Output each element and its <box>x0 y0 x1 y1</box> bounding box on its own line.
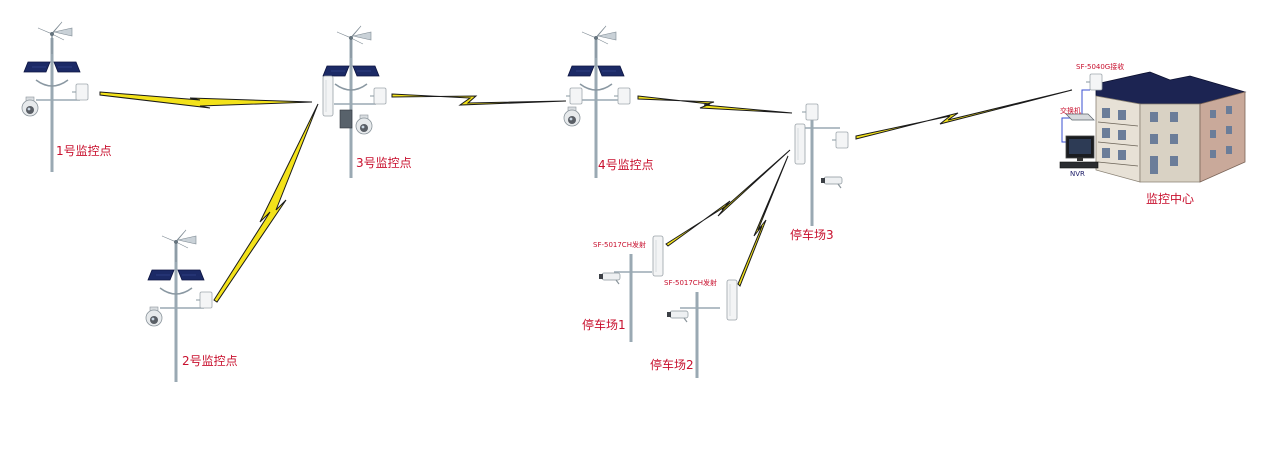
wireless-link-lot1-lot3 <box>665 149 791 247</box>
bullet-camera-icon <box>820 176 843 189</box>
monitoring-center <box>1059 71 1247 183</box>
antenna-icon <box>726 279 738 321</box>
monitor-point-1 <box>21 21 89 172</box>
label-monitor-point-3: 3号监控点 <box>356 156 412 170</box>
antenna-icon <box>322 75 334 117</box>
dome-camera-icon <box>563 106 581 127</box>
monitor-point-4 <box>563 25 631 178</box>
dome-camera-icon <box>21 96 39 117</box>
label-switch: 交换机 <box>1060 107 1081 115</box>
antenna-icon <box>613 87 631 105</box>
label-transmitter-2: SF-5017CH发射 <box>664 279 717 287</box>
wireless-link-p1-p3 <box>99 91 313 109</box>
antenna-icon <box>565 87 583 105</box>
wind-turbine-icon <box>336 25 372 59</box>
label-receiver: SF-5040G接收 <box>1076 63 1125 71</box>
antenna-icon <box>831 131 849 149</box>
parking-lot-2 <box>666 279 738 378</box>
antenna-icon <box>71 83 89 101</box>
wind-turbine-icon <box>37 21 73 55</box>
label-parking-lot-2: 停车场2 <box>650 358 694 372</box>
dome-camera-icon <box>145 306 163 327</box>
wireless-links <box>99 89 1073 303</box>
wireless-link-p3-p4 <box>391 93 567 106</box>
wireless-link-p2-p3 <box>213 103 319 303</box>
nvr-monitor-icon <box>1059 135 1099 169</box>
label-transmitter-1: SF-5017CH发射 <box>593 241 646 249</box>
wireless-link-lot3-center <box>855 89 1073 140</box>
bullet-camera-icon <box>666 310 689 323</box>
monitor-point-2 <box>145 229 213 382</box>
label-parking-lot-1: 停车场1 <box>582 318 626 332</box>
antenna-icon <box>652 235 664 277</box>
label-monitor-point-1: 1号监控点 <box>56 144 112 158</box>
wireless-link-p4-lot3 <box>637 95 793 114</box>
label-monitor-point-4: 4号监控点 <box>598 158 654 172</box>
parking-lot-3 <box>794 103 849 226</box>
parking-lot-1 <box>598 235 664 342</box>
label-monitoring-center: 监控中心 <box>1146 192 1195 206</box>
antenna-icon <box>369 87 387 105</box>
monitor-point-3 <box>322 25 387 178</box>
switch-icon <box>1065 113 1095 121</box>
wireless-link-lot2-lot3 <box>737 155 789 287</box>
label-parking-lot-3: 停车场3 <box>790 228 834 242</box>
wind-turbine-icon <box>581 25 617 59</box>
antenna-icon <box>801 103 819 121</box>
antenna-icon <box>195 291 213 309</box>
antenna-icon <box>794 123 806 165</box>
dome-camera-icon <box>355 114 373 135</box>
label-nvr: NVR <box>1070 170 1085 178</box>
antenna-icon <box>1085 73 1103 91</box>
building-icon <box>1095 71 1247 183</box>
bullet-camera-icon <box>598 272 621 285</box>
wind-turbine-icon <box>161 229 197 263</box>
label-monitor-point-2: 2号监控点 <box>182 354 238 368</box>
